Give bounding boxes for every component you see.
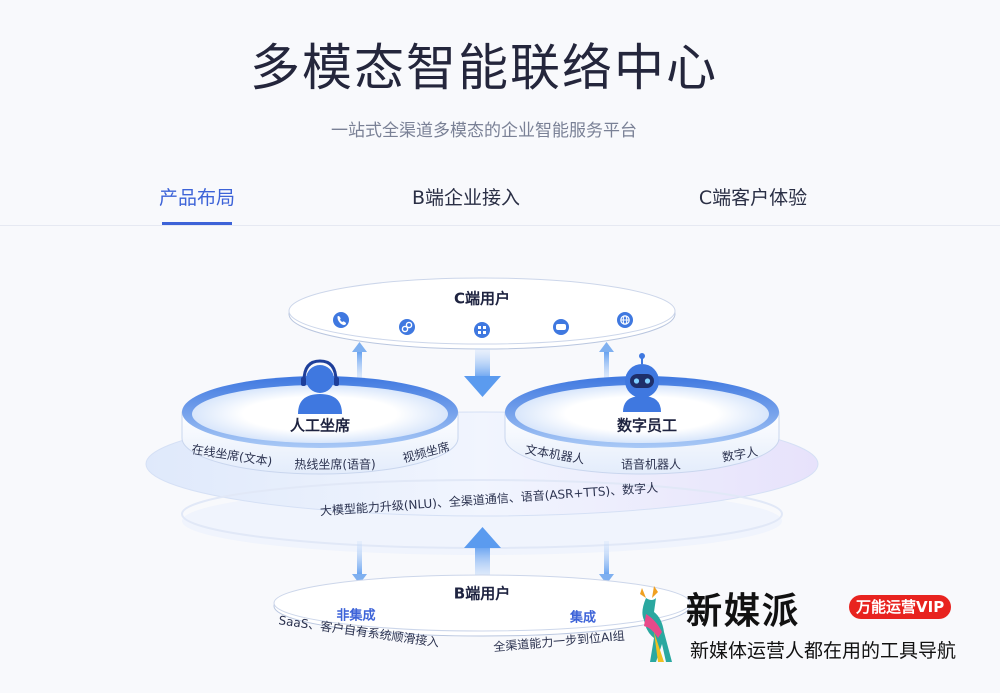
active-tab-indicator <box>162 222 232 225</box>
robot-avatar-icon <box>623 353 661 412</box>
arrow-down-left <box>352 541 367 584</box>
digital-staff-item: 语音机器人 <box>620 457 682 472</box>
watermark: 新媒派 万能运营VIP 新媒体运营人都在用的工具导航 <box>620 582 990 672</box>
tab-c-customer-experience[interactable]: C端客户体验 <box>698 187 808 209</box>
arrow-down-right <box>599 541 614 584</box>
page-title: 多模态智能联络中心 <box>250 39 718 97</box>
agent-avatar-icon <box>298 359 342 414</box>
globe-icon <box>617 312 633 328</box>
arrow-up-center <box>464 527 501 582</box>
phone-icon <box>333 312 349 328</box>
digital-staff-title: 数字员工 <box>616 416 678 435</box>
b-users-title: B端用户 <box>453 584 511 603</box>
human-agent-item: 热线坐席(语音) <box>294 457 376 472</box>
b-users-integrated-label: 集成 <box>569 610 597 626</box>
tab-divider <box>0 225 1000 226</box>
tab-bar: 产品布局 B端企业接入 C端客户体验 <box>0 175 1000 225</box>
watermark-badge: 万能运营VIP <box>849 595 952 619</box>
chat-icon <box>553 319 569 335</box>
tab-product-layout[interactable]: 产品布局 <box>158 187 236 209</box>
digital-staff-disk <box>504 376 780 475</box>
diagram-graphic <box>145 277 819 637</box>
apps-icon <box>474 322 490 338</box>
page-subtitle: 一站式全渠道多模态的企业智能服务平台 <box>331 121 637 141</box>
arrow-up-left <box>352 342 367 384</box>
deer-logo-icon <box>640 586 672 662</box>
arrow-down-center <box>464 348 501 397</box>
watermark-slogan: 新媒体运营人都在用的工具导航 <box>690 640 957 662</box>
human-agents-title: 人工坐席 <box>289 416 351 435</box>
architecture-diagram: C端用户 人工坐席 在线坐席(文本) 热线坐席(语音) 视频坐席 数字员工 文本… <box>0 226 1000 693</box>
watermark-title: 新媒派 <box>686 591 801 632</box>
arrow-up-right <box>599 342 614 384</box>
link-icon <box>399 319 415 335</box>
tab-b-enterprise-access[interactable]: B端企业接入 <box>411 187 521 209</box>
b-users-non-integrated-label: 非集成 <box>336 608 376 624</box>
c-users-title: C端用户 <box>453 289 511 308</box>
